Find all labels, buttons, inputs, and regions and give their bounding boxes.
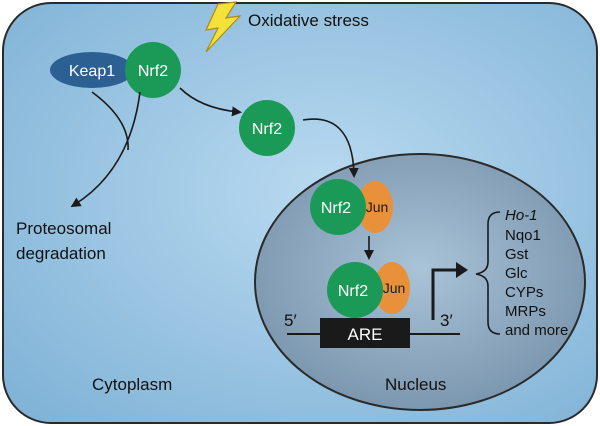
- nrf2-label-nuclear: Nrf2: [321, 200, 351, 217]
- oxidative-stress-label: Oxidative stress: [248, 11, 369, 30]
- are-element: [320, 318, 410, 348]
- are-label: ARE: [348, 325, 383, 344]
- release-arrow: [179, 87, 242, 117]
- transcription-arrow-head: [456, 262, 468, 278]
- three-prime-label: 3′: [440, 311, 453, 330]
- jun-label-upper: Jun: [366, 199, 389, 215]
- translocation-arrow: [302, 118, 359, 178]
- target-gene-2: Gst: [505, 246, 529, 263]
- nrf2-node-bound: [125, 42, 181, 98]
- jun-node-upper: [357, 181, 393, 233]
- target-gene-3: Glc: [505, 265, 528, 282]
- nrf2-label-are: Nrf2: [338, 283, 368, 300]
- lightning-bolt-icon: [204, 1, 242, 53]
- transcription-arrow-icon: [431, 268, 458, 320]
- nrf2-label-free: Nrf2: [252, 121, 282, 138]
- cytoplasm-label: Cytoplasm: [92, 375, 172, 394]
- nucleus-label: Nucleus: [385, 375, 446, 394]
- jun-node-lower: [374, 262, 410, 314]
- nrf2-node-free: [239, 100, 295, 156]
- target-gene-0: Ho-1: [505, 207, 538, 224]
- degradation-arrow: [74, 91, 141, 205]
- keap1-label: Keap1: [69, 63, 115, 80]
- nrf2-label-bound: Nrf2: [138, 63, 168, 80]
- target-gene-6: and more: [505, 322, 568, 339]
- keap1-node: [50, 52, 134, 88]
- five-prime-label: 5′: [284, 311, 297, 330]
- target-gene-5: MRPs: [505, 303, 546, 320]
- degradation-label: degradation: [16, 244, 106, 263]
- target-gene-1: Nqo1: [505, 227, 541, 244]
- nrf2-node-are: [327, 262, 383, 318]
- jun-label-lower: Jun: [383, 280, 406, 296]
- proteosomal-label: Proteosomal: [16, 219, 111, 238]
- target-gene-4: CYPs: [505, 284, 543, 301]
- nrf2-node-nuclear: [310, 179, 366, 235]
- nucleus-region: [254, 153, 586, 411]
- gene-list-brace: [475, 211, 501, 335]
